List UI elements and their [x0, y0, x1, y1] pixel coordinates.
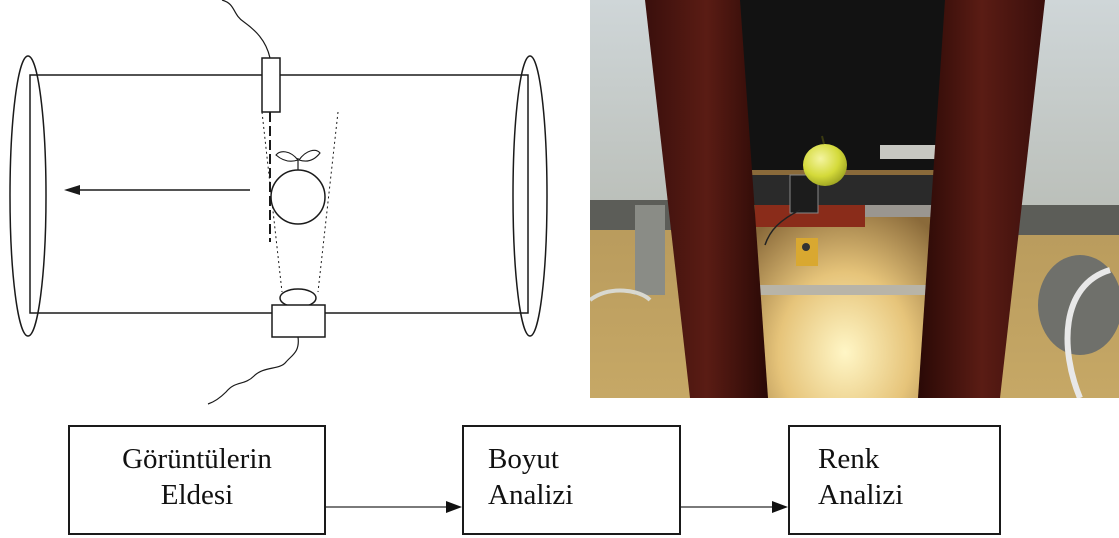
arrow-1-head	[446, 501, 462, 513]
top-cable	[221, 0, 271, 59]
photo-camera-wire	[764, 209, 801, 246]
flow-box-color-analysis: Renk Analizi	[788, 425, 1001, 535]
photo-apple-stem	[821, 135, 825, 145]
direction-arrow-head	[64, 185, 80, 195]
flow-box-image-acquisition: Görüntülerin Eldesi	[68, 425, 326, 535]
flow-box-3-line-2: Analizi	[818, 479, 904, 511]
photo-right-frame	[1010, 205, 1119, 235]
camera-body	[271, 304, 326, 338]
top-sensor	[261, 57, 281, 113]
flow-box-3-line-1: Renk	[818, 443, 880, 475]
photo-wood-left	[645, 0, 768, 398]
fov-right	[317, 111, 339, 293]
arrow-2-head	[772, 501, 788, 513]
apple-leaf-left	[275, 151, 299, 162]
flow-box-1-line-2: Eldesi	[160, 479, 234, 511]
flow-box-1-line-1: Görüntülerin	[122, 443, 272, 475]
flow-box-2-line-2: Analizi	[488, 479, 574, 511]
photo-camera-mount	[796, 238, 818, 266]
apple-leaf-right	[298, 149, 321, 162]
photo-bottom-rod	[755, 285, 935, 295]
apple-outline	[270, 169, 326, 225]
flow-arrows	[326, 501, 788, 513]
photo-belt	[738, 175, 942, 205]
flow-box-2-line-1: Boyut	[488, 443, 559, 475]
photo-wood-right	[918, 0, 1045, 398]
bottom-cable	[207, 336, 299, 405]
photo-apple	[803, 144, 847, 186]
photo-left-bracket	[635, 205, 665, 295]
flow-box-size-analysis: Boyut Analizi	[462, 425, 681, 535]
photo-roller	[880, 145, 940, 159]
apple-conveyor-photo	[590, 0, 1119, 398]
photo-cable-right	[1064, 267, 1111, 398]
photo-camera-lens	[802, 243, 810, 251]
left-roller	[9, 55, 47, 337]
right-roller	[512, 55, 548, 337]
photo-motor	[1038, 255, 1119, 355]
conveyor-schematic	[9, 0, 548, 405]
photo-rail	[865, 205, 945, 217]
photo-cable-left	[590, 288, 652, 302]
